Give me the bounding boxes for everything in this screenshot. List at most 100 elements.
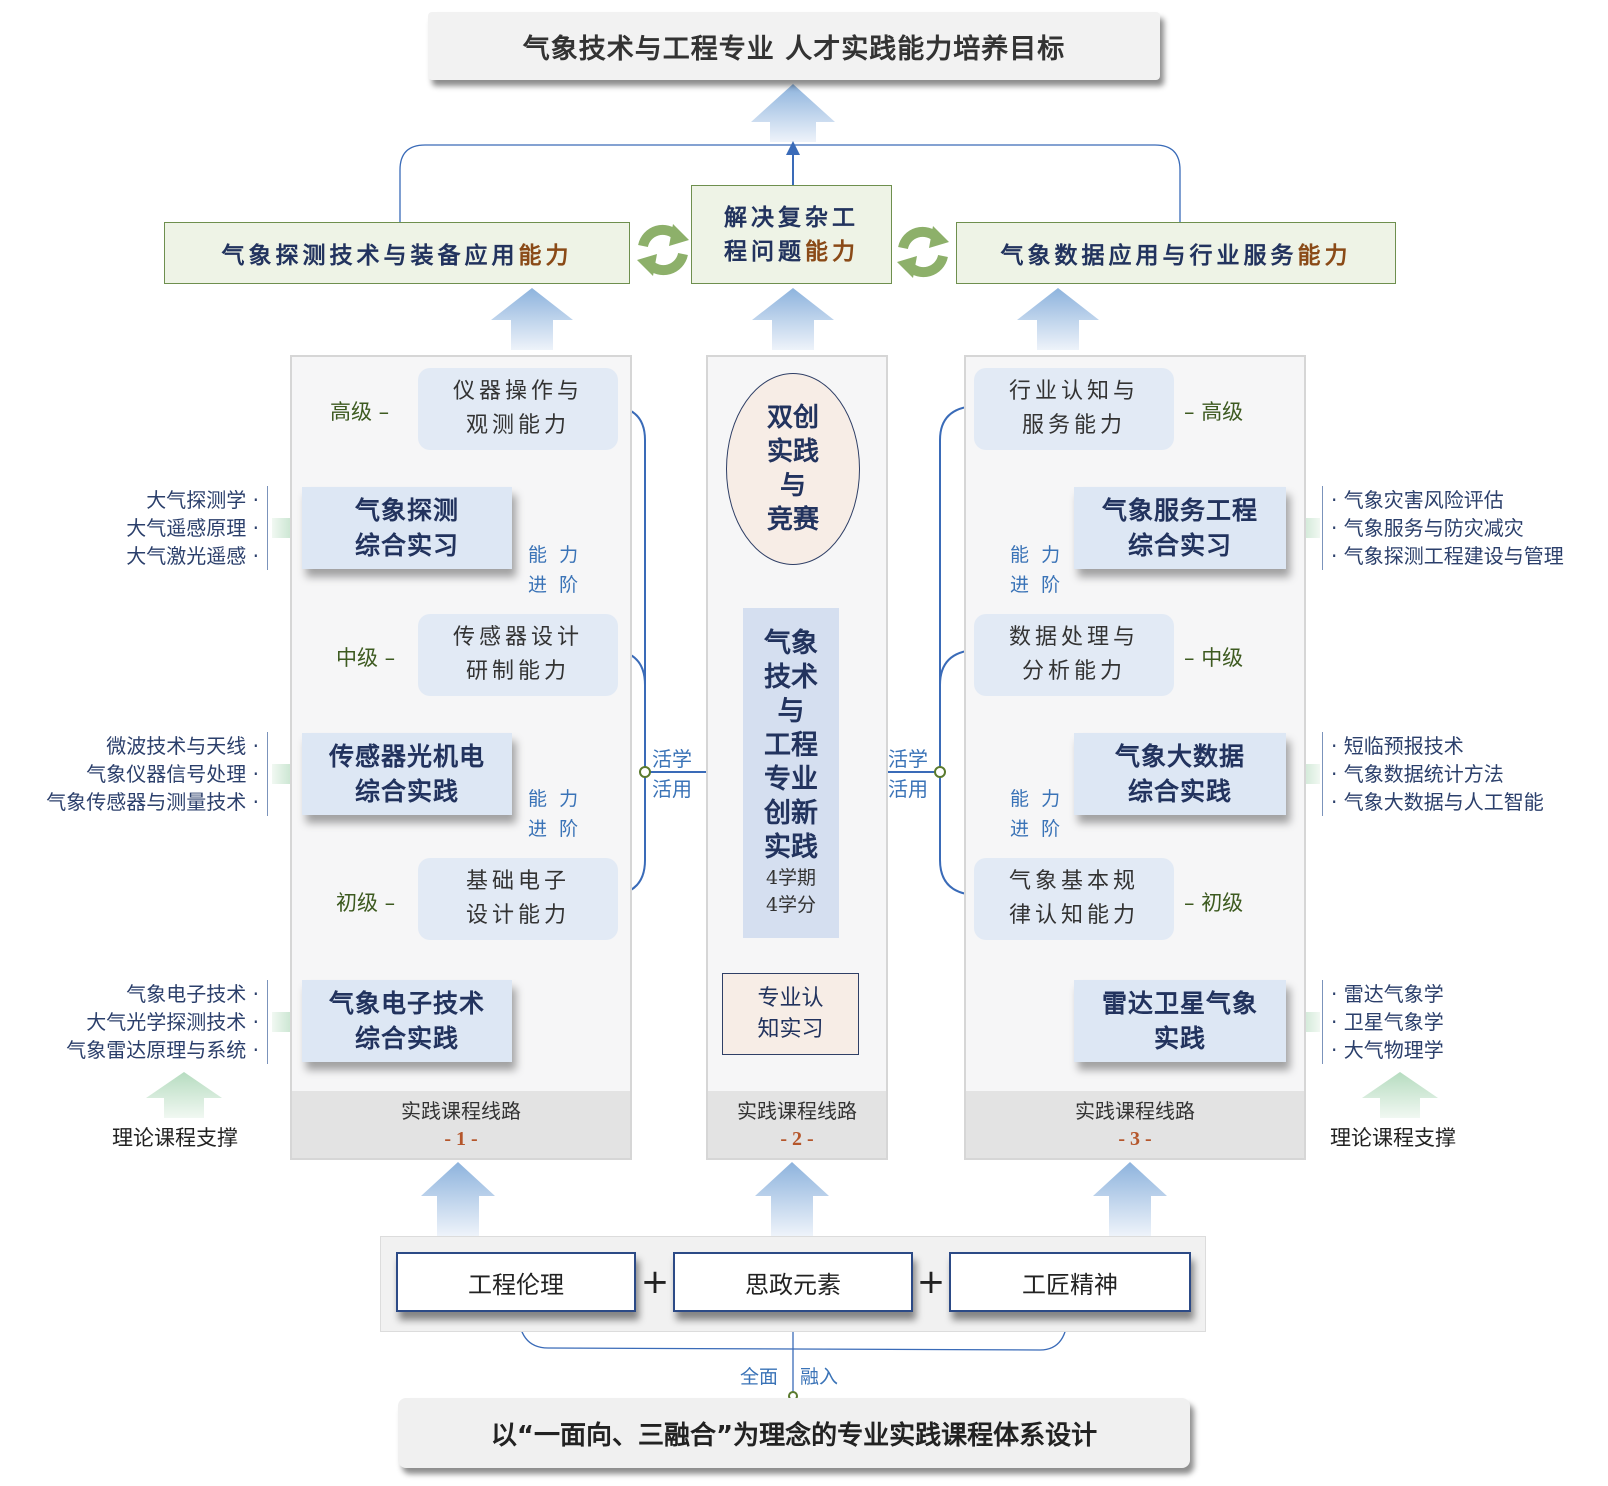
tier-text: 高级: [1201, 400, 1244, 424]
prog-char: 能: [528, 788, 548, 810]
course-item: 气象电子技术: [126, 982, 247, 1006]
course-item: 微波技术与天线: [106, 734, 247, 758]
ability-data-service: 气象数据应用与行业服务能力: [956, 222, 1396, 284]
tier-label: 初级 –: [336, 891, 396, 915]
prog-char: 力: [559, 788, 579, 810]
fusion-craftsmanship: 工匠精神: [949, 1252, 1191, 1312]
course-item: 大气光学探测技术: [86, 1010, 247, 1034]
progression-label: 能 力 进 阶: [1010, 540, 1070, 600]
practice-line1: 气象电子技术: [328, 989, 485, 1018]
route-number: - 3 -: [1118, 1127, 1152, 1150]
up-arrow-icon: [491, 288, 573, 350]
course-item: 气象仪器信号处理: [86, 762, 247, 786]
practice-line1: 气象服务工程: [1101, 496, 1258, 525]
plus-icon: +: [916, 1262, 946, 1302]
course-item: 雷达气象学: [1343, 982, 1444, 1006]
route-label: 实践课程线路: [1075, 1098, 1195, 1123]
up-arrow-icon: [1093, 1162, 1167, 1236]
innovation-line: 技术: [764, 662, 818, 693]
practice-line2: 综合实习: [354, 531, 459, 560]
fusion-engineering-ethics: 工程伦理: [396, 1252, 636, 1312]
prog-char: 能: [1010, 788, 1030, 810]
practice-box: 雷达卫星气象 实践: [1074, 980, 1286, 1062]
level-box-basic: 气象基本规 律认知能力: [974, 858, 1174, 940]
tier-label: – 初级: [1184, 891, 1244, 915]
tier-text: 初级: [336, 891, 378, 915]
tier-label: – 中级: [1184, 646, 1244, 670]
course-item: 气象灾害风险评估: [1343, 488, 1504, 512]
level-line2: 设计能力: [465, 903, 570, 928]
practice-line2: 综合实践: [354, 1024, 459, 1053]
prog-char: 进: [528, 818, 548, 840]
innovation-competition-oval: 双创 实践 与 竞赛: [726, 373, 860, 565]
theory-support-label: 理论课程支撑: [112, 1126, 238, 1150]
course-item: 气象探测工程建设与管理: [1343, 544, 1564, 568]
route-footer-2: 实践课程线路 - 2 -: [708, 1091, 886, 1158]
semesters: 4学期: [765, 867, 817, 889]
ability-complex-problem: 解决复杂工 程问题能力: [691, 185, 892, 284]
up-arrow-icon: [1017, 288, 1099, 350]
tier-label: 高级 –: [330, 400, 390, 424]
ability-highlight: 能力: [805, 237, 859, 265]
course-list: · 雷达气象学 · 卫星气象学 · 大气物理学: [1322, 980, 1444, 1064]
level-box-advanced: 仪器操作与 观测能力: [418, 368, 618, 450]
course-item: 气象大数据与人工智能: [1343, 790, 1544, 814]
theory-support-label: 理论课程支撑: [1330, 1126, 1456, 1150]
ability-text: 气象探测技术与装备应用: [221, 242, 519, 269]
practice-box: 气象电子技术 综合实践: [302, 980, 512, 1062]
route-footer-1: 实践课程线路 - 1 -: [292, 1091, 630, 1158]
prog-char: 进: [528, 574, 548, 596]
tier-text: 中级: [1201, 646, 1244, 670]
prog-char: 能: [528, 544, 548, 566]
progression-label: 能 力 进 阶: [528, 540, 588, 600]
course-list: 微波技术与天线 · 气象仪器信号处理 · 气象传感器与测量技术 ·: [46, 732, 268, 816]
up-arrow-icon: [755, 1162, 829, 1236]
practice-box: 传感器光机电 综合实践: [302, 733, 512, 815]
route-label: 实践课程线路: [401, 1098, 521, 1123]
level-line1: 行业认知与: [1008, 379, 1139, 404]
route-number: - 1 -: [444, 1127, 478, 1150]
route-footer-3: 实践课程线路 - 3 -: [966, 1091, 1304, 1158]
innovation-line: 创新: [764, 798, 818, 829]
course-list: 气象电子技术 · 大气光学探测技术 · 气象雷达原理与系统 ·: [66, 980, 268, 1064]
level-line1: 数据处理与: [1008, 625, 1139, 650]
level-line2: 服务能力: [1021, 413, 1126, 438]
oval-line: 与: [779, 471, 806, 501]
prog-char: 力: [1041, 788, 1061, 810]
oval-line: 双创: [766, 403, 819, 433]
ability-text-line2: 程问题: [724, 237, 805, 265]
prog-char: 进: [1010, 818, 1030, 840]
design-title: 以“一面向、三融合”为理念的专业实践课程体系设计: [398, 1398, 1190, 1468]
prog-char: 力: [1041, 544, 1061, 566]
plus-icon: +: [640, 1262, 670, 1302]
prog-char: 能: [1010, 544, 1030, 566]
fusion-caption-b: 融入: [800, 1366, 839, 1388]
practice-line2: 综合实践: [1127, 777, 1232, 806]
practice-line2: 综合实习: [1127, 531, 1232, 560]
route-label: 实践课程线路: [737, 1098, 857, 1123]
level-box-basic: 基础电子 设计能力: [418, 858, 618, 940]
level-line2: 观测能力: [465, 413, 570, 438]
route-number: - 2 -: [780, 1127, 814, 1150]
level-line1: 传感器设计: [452, 625, 583, 650]
tier-label: – 高级: [1184, 400, 1244, 424]
practice-line2: 实践: [1153, 1024, 1206, 1053]
course-item: 大气遥感原理: [126, 516, 247, 540]
course-item: 气象传感器与测量技术: [46, 790, 247, 814]
level-line2: 研制能力: [465, 659, 570, 684]
level-line1: 仪器操作与: [452, 379, 583, 404]
up-arrow-icon: [146, 1072, 222, 1118]
credits: 4学分: [765, 894, 817, 916]
tier-label: 中级 –: [336, 646, 396, 670]
up-arrow-icon: [752, 288, 834, 350]
prog-char: 阶: [559, 574, 579, 596]
prog-char: 进: [1010, 574, 1030, 596]
course-item: 大气物理学: [1343, 1038, 1444, 1062]
progression-label: 能 力 进 阶: [528, 784, 588, 844]
innovation-line: 专业: [764, 764, 818, 795]
level-line1: 气象基本规: [1008, 869, 1139, 894]
up-arrow-icon: [421, 1162, 495, 1236]
practice-line1: 雷达卫星气象: [1101, 989, 1258, 1018]
practice-line1: 传感器光机电: [328, 742, 485, 771]
apply-line2: 活用: [888, 777, 928, 801]
